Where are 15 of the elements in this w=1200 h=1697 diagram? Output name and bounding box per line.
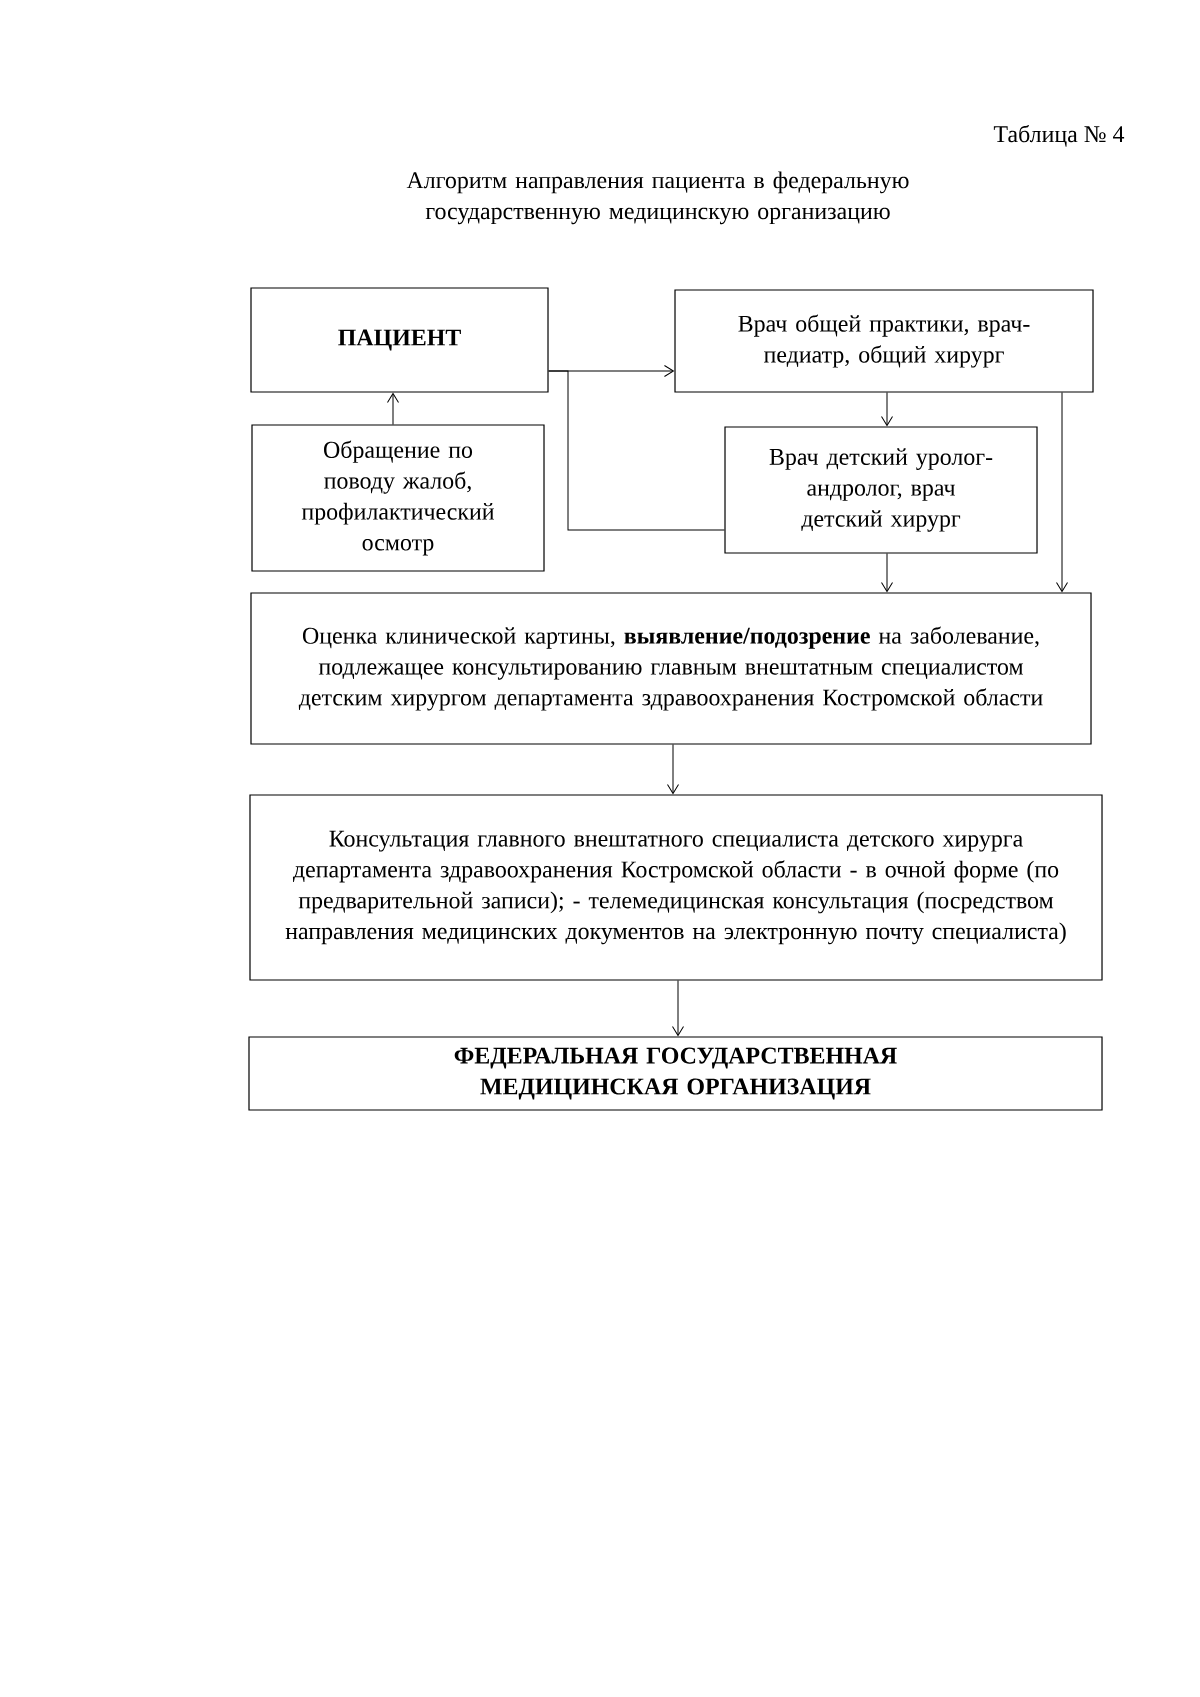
title: Алгоритм направления пациента в федеральную государственную медицинскую организацию <box>406 171 909 225</box>
process-box: Врач детский уролог-андролог, врач детский хирург <box>724 426 1038 554</box>
process-box: Консультация главного внештатного специалиста детского хирурга департамента здравоохранения Костромской области - в очной форме (по предварительной записи); - телемедицинская консультация (посредством направления медицинских документов на электронную почту специалиста) <box>249 794 1103 981</box>
process-box: ПАЦИЕНТ <box>250 287 549 393</box>
process-box: Врач общей практики, врач-педиатр, общий хирург <box>674 289 1094 393</box>
process-box: Обращение по поводу жалоб, профилактический осмотр <box>251 424 545 572</box>
arrow <box>387 393 399 425</box>
arrow <box>881 553 893 592</box>
arrow <box>1056 392 1068 592</box>
arrow <box>672 980 684 1036</box>
arrow <box>667 744 679 794</box>
arrow <box>881 392 893 426</box>
process-box: ФЕДЕРАЛЬНАЯ ГОСУДАРСТВЕННАЯ МЕДИЦИНСКАЯ ОРГАНИЗАЦИЯ <box>248 1036 1103 1111</box>
label: Таблица № 4 <box>993 124 1125 147</box>
process-box: Оценка клинической картины, выявление/подозрение на заболевание, подлежащее консультированию главным внештатным специалистом детским хирургом департамента здравоохранения Костромской области <box>250 592 1092 745</box>
